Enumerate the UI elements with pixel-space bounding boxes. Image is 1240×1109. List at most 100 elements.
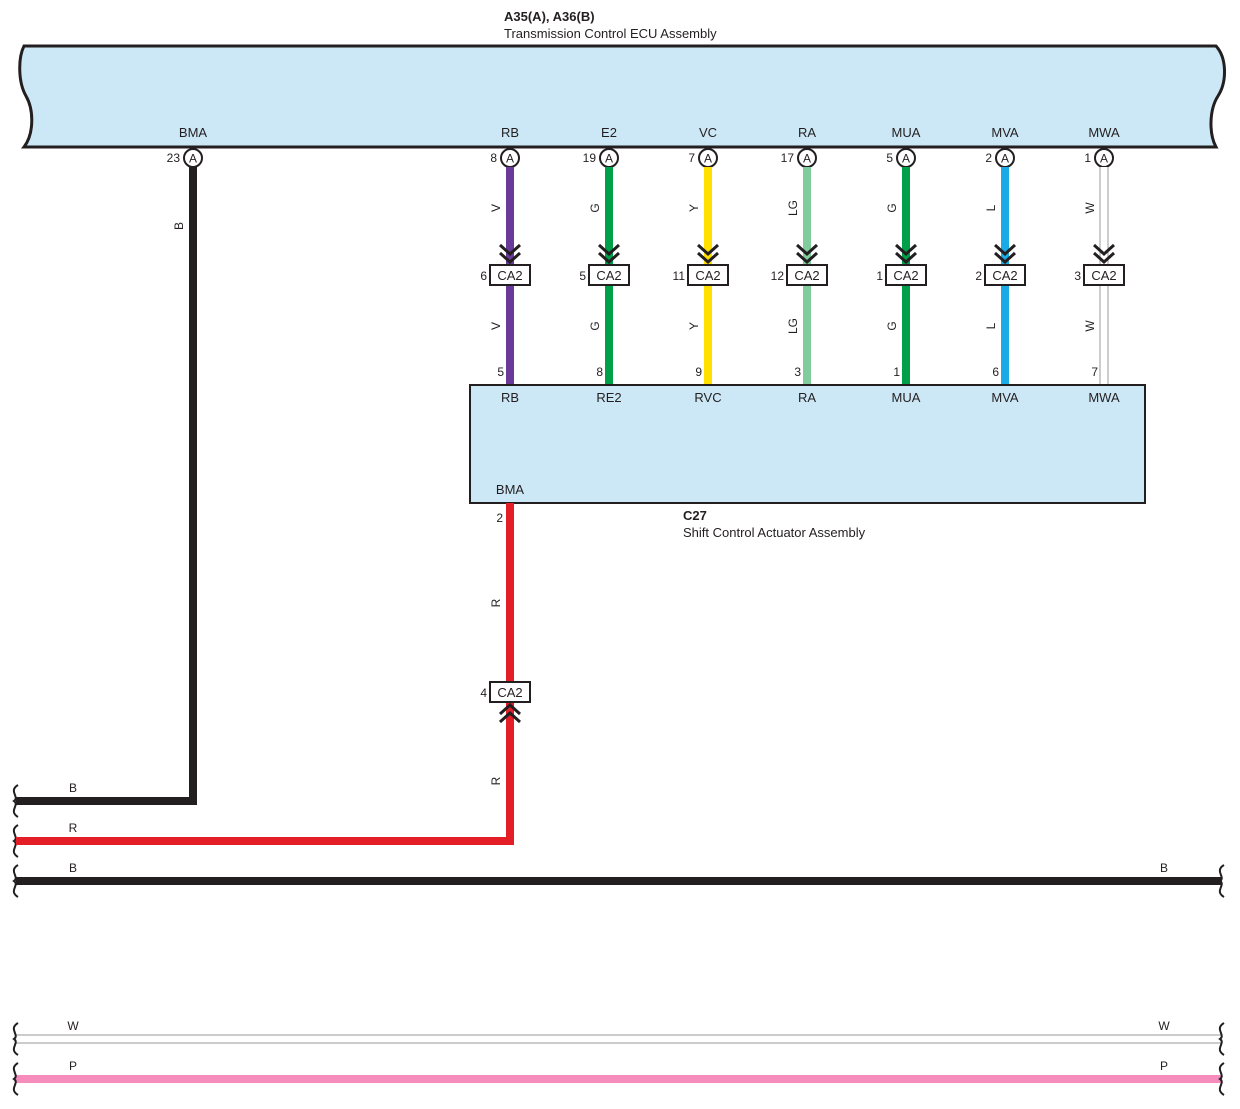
bus-line-2-right-label: B xyxy=(1160,861,1168,875)
ecu-connector-letter: A xyxy=(902,152,910,166)
junction-connector-box xyxy=(984,264,1026,286)
ecu-pin-number: 17 xyxy=(781,151,795,165)
junction-connector-ca2-6: CA2 3 xyxy=(1074,243,1125,286)
junction-connector-ca2-0: CA2 6 xyxy=(480,243,531,286)
ecu-pin-number: 1 xyxy=(1084,151,1091,165)
chevron-down-icon xyxy=(894,243,918,257)
ecu-terminal-name: RA xyxy=(798,125,816,140)
bus-line-1-left-break xyxy=(12,824,19,858)
chevron-down-icon xyxy=(993,251,1017,265)
junction-connector-box xyxy=(588,264,630,286)
actuator-terminal-name: RE2 xyxy=(596,390,621,405)
bus-line-2-right-break xyxy=(1218,864,1225,898)
wire-color-code: G xyxy=(885,321,899,330)
ecu-connector-letter: A xyxy=(605,152,613,166)
wire-color-code: G xyxy=(588,321,602,330)
junction-connector-box xyxy=(786,264,828,286)
ecu-pin-number: 8 xyxy=(490,151,497,165)
junction-connector-label: CA2 xyxy=(596,268,621,283)
chevron-down-icon xyxy=(993,243,1017,257)
junction-pin-number: 6 xyxy=(480,269,487,283)
chevron-up-icon xyxy=(498,702,522,716)
junction-connector-label: CA2 xyxy=(497,268,522,283)
chevron-down-icon xyxy=(795,251,819,265)
bus-lines: B R B B W W P P xyxy=(12,781,1225,1096)
junction-connector-label: CA2 xyxy=(497,685,522,700)
actuator-pin-number: 8 xyxy=(596,365,603,379)
ecu-connector-letter: A xyxy=(1100,152,1108,166)
ecu-connector-letter: A xyxy=(704,152,712,166)
wire-color-code: LG xyxy=(786,200,800,216)
actuator-bma-terminal-name: BMA xyxy=(496,482,525,497)
actuator-terminal-name: RVC xyxy=(694,390,721,405)
junction-connector-label: CA2 xyxy=(893,268,918,283)
actuator-bma-pin: 2 xyxy=(496,511,503,525)
wire-color-code: L xyxy=(984,322,998,329)
actuator-terminal-name: RB xyxy=(501,390,519,405)
bus-line-2-left-break xyxy=(12,864,19,898)
ecu-id: A35(A), A36(B) xyxy=(504,9,595,24)
ecu-pin-number: 19 xyxy=(583,151,597,165)
bus-line-1: R xyxy=(69,821,78,835)
ecu-connector-letter: A xyxy=(803,152,811,166)
junction-connector-box xyxy=(1083,264,1125,286)
ecu-terminal-name: BMA xyxy=(179,125,208,140)
bus-line-0-left-label: B xyxy=(69,781,77,795)
junction-connector-label: CA2 xyxy=(992,268,1017,283)
wire-color-code: W xyxy=(1083,320,1097,332)
bma-act-wire-label-upper: R xyxy=(489,598,503,607)
junction-connector-label: CA2 xyxy=(1091,268,1116,283)
junction-pin-number: 3 xyxy=(1074,269,1081,283)
bus-line-4: P P xyxy=(69,1059,1168,1073)
actuator-pin-number: 6 xyxy=(992,365,999,379)
ecu-pin-number: 7 xyxy=(688,151,695,165)
bus-line-3-right-label: W xyxy=(1158,1019,1170,1033)
bus-line-3-left-break xyxy=(12,1022,19,1056)
chevron-down-icon xyxy=(795,243,819,257)
ecu-pin-number: 5 xyxy=(886,151,893,165)
ecu-connector-letter: A xyxy=(1001,152,1009,166)
ecu-pin-number: 2 xyxy=(985,151,992,165)
ecu-terminal-name: MVA xyxy=(991,125,1019,140)
bus-line-4-right-break xyxy=(1218,1062,1225,1096)
chevron-up-icon xyxy=(498,710,522,724)
actuator-body xyxy=(469,384,1146,504)
ecu-terminal-name: MUA xyxy=(892,125,921,140)
junction-connector-box xyxy=(687,264,729,286)
bus-line-2: B B xyxy=(69,861,1168,875)
actuator-pin-number: 9 xyxy=(695,365,702,379)
wire-color-code: LG xyxy=(786,318,800,334)
wire-color-code: V xyxy=(489,322,503,330)
junction-connector-box xyxy=(489,681,531,703)
actuator-terminal-ra: 3RA xyxy=(794,365,816,405)
bma-act-wire-label-lower: R xyxy=(489,776,503,785)
wire-color-code: G xyxy=(885,203,899,212)
ecu-name: Transmission Control ECU Assembly xyxy=(504,26,717,41)
bma-circuit: B R R xyxy=(16,167,514,845)
bus-line-4-right-label: P xyxy=(1160,1059,1168,1073)
actuator-pin-number: 5 xyxy=(497,365,504,379)
ecu-body xyxy=(18,44,1226,149)
actuator-terminal-name: MWA xyxy=(1088,390,1120,405)
bus-line-4-left-label: P xyxy=(69,1059,77,1073)
chevron-down-icon xyxy=(696,251,720,265)
bus-line-0-left-break xyxy=(12,784,19,818)
actuator-id: C27 xyxy=(683,508,707,523)
chevron-down-icon xyxy=(1092,243,1116,257)
chevron-down-icon xyxy=(696,243,720,257)
wire-color-code: L xyxy=(984,204,998,211)
junction-pin-number: 4 xyxy=(480,686,487,700)
